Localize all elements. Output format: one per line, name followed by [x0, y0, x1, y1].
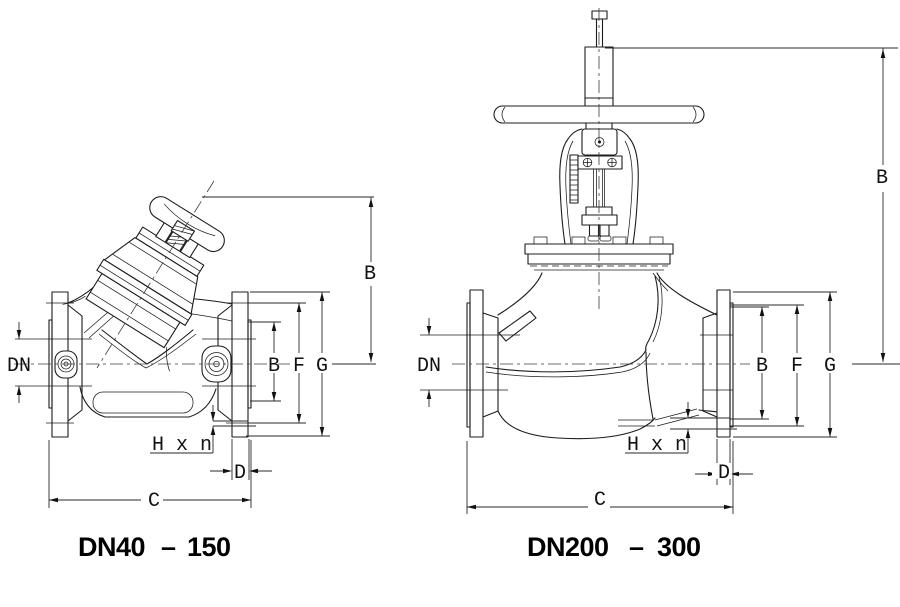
right-valve-centerlines — [452, 8, 750, 365]
left-valve-right-flange — [231, 291, 249, 438]
left-dim-total-height: B — [202, 196, 376, 365]
left-dim-label-b-total: B — [364, 263, 376, 286]
left-caption-from: DN40 — [78, 532, 145, 562]
right-valve-position-indicator — [569, 154, 579, 204]
right-valve-drawing: DN B B F G — [417, 8, 900, 562]
right-dim-face-diameter: F — [730, 304, 804, 427]
right-valve-right-flange — [716, 289, 731, 438]
right-dim-label-dn: DN — [417, 355, 441, 378]
left-dim-dn: DN — [7, 322, 31, 403]
right-dim-label-b: B — [756, 355, 768, 378]
left-dim-flange-thickness: D — [210, 439, 272, 485]
right-caption-to: 300 — [657, 532, 701, 562]
right-caption: DN200 – 300 — [527, 532, 701, 562]
left-dim-label-c: C — [148, 490, 160, 513]
right-dim-label-g: G — [824, 355, 836, 378]
left-caption: DN40 – 150 — [78, 532, 231, 562]
right-dim-label-f: F — [791, 355, 803, 378]
left-dim-label-hxn: H x n — [152, 434, 212, 457]
left-dim-label-f: F — [293, 355, 305, 378]
left-dim-bolt-holes: H x n — [150, 405, 256, 457]
right-valve-left-flange — [469, 289, 484, 438]
left-valve-drawing: DN B B F G — [7, 180, 376, 562]
right-dim-label-c: C — [594, 489, 606, 512]
right-dim-bolt-circle: B — [730, 306, 769, 420]
right-dim-bolt-holes: H x n — [625, 402, 737, 457]
right-caption-dash: – — [629, 532, 644, 562]
right-valve-stem-cap — [591, 10, 608, 20]
left-dim-label-g: G — [316, 355, 328, 378]
right-dim-dn: DN — [417, 318, 441, 407]
right-dim-face-to-face: C — [466, 441, 734, 514]
right-dim-total-height: B — [605, 47, 900, 365]
left-dim-bolt-circle: B — [248, 321, 281, 402]
left-dim-face-to-face: C — [48, 440, 252, 513]
right-caption-from: DN200 — [527, 532, 609, 562]
right-valve-body — [420, 272, 734, 440]
left-valve-bonnet-handwheel — [62, 196, 225, 372]
right-dim-label-d: D — [718, 462, 730, 485]
left-dim-face-diameter: F — [247, 302, 306, 424]
left-caption-dash: – — [161, 532, 176, 562]
left-dim-label-dn: DN — [7, 355, 31, 378]
left-valve-port-boss — [54, 350, 78, 379]
right-dim-label-b-total: B — [876, 167, 888, 190]
left-valve-centerlines — [14, 180, 290, 369]
right-dim-flange-diameter: G — [733, 291, 837, 438]
right-dim-label-hxn: H x n — [627, 434, 687, 457]
left-dim-label-b: B — [268, 355, 280, 378]
left-caption-to: 150 — [187, 532, 231, 562]
left-valve-belly-rib — [92, 391, 194, 414]
left-dim-label-d: D — [234, 462, 246, 485]
right-valve-right-flange-face — [729, 302, 734, 428]
left-dim-flange-diameter: G — [246, 291, 330, 437]
right-dim-flange-thickness: D — [695, 439, 753, 485]
